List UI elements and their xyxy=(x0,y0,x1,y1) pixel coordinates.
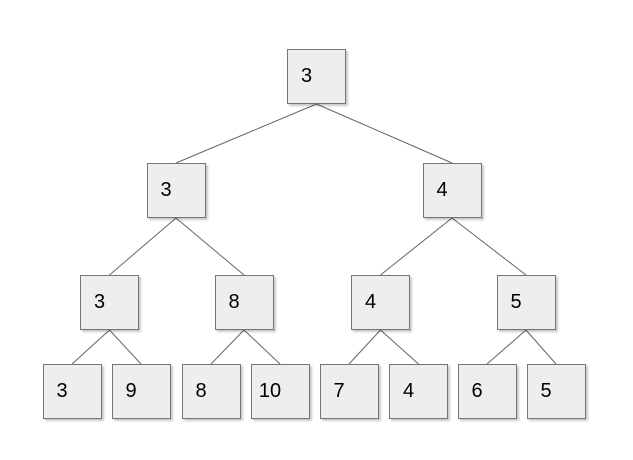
tree-node-label: 4 xyxy=(436,179,448,201)
tree-edge xyxy=(175,103,317,164)
tree-node[interactable]: 7 xyxy=(319,364,379,419)
tree-node-label: 4 xyxy=(364,291,377,313)
tree-node-label: 8 xyxy=(195,380,207,402)
tree-node[interactable]: 10 xyxy=(250,364,310,419)
tree-node[interactable]: 4 xyxy=(422,163,482,218)
tree-edge xyxy=(175,217,245,276)
tree-edge xyxy=(109,329,142,365)
tree-edge xyxy=(109,217,177,276)
tree-node-label: 4 xyxy=(402,380,415,402)
tree-edge xyxy=(380,217,453,276)
tree-edge xyxy=(316,103,453,164)
tree-edge xyxy=(243,329,281,365)
tree-node-label: 10 xyxy=(258,380,282,402)
tree-edge xyxy=(451,217,527,276)
tree-node[interactable]: 4 xyxy=(389,364,448,419)
tree-node-label: 9 xyxy=(125,380,137,402)
tree-node-label: 3 xyxy=(56,380,68,402)
tree-edge xyxy=(71,329,110,365)
tree-node-label: 5 xyxy=(540,380,552,402)
tree-edge xyxy=(210,329,245,365)
tree-node-label: 6 xyxy=(471,380,483,402)
tree-node[interactable]: 3 xyxy=(42,364,102,419)
tree-node[interactable]: 4 xyxy=(351,275,410,330)
tree-node[interactable]: 8 xyxy=(214,275,274,330)
tree-node[interactable]: 3 xyxy=(146,163,206,218)
tree-edge xyxy=(486,329,527,365)
tree-edge xyxy=(380,329,419,365)
tree-node-label: 3 xyxy=(300,65,313,87)
tree-edge xyxy=(525,329,557,365)
tree-node-label: 7 xyxy=(333,380,345,402)
tree-node-label: 5 xyxy=(510,291,522,313)
tree-node[interactable]: 8 xyxy=(181,364,241,419)
tree-node[interactable]: 5 xyxy=(496,275,556,330)
tree-node[interactable]: 3 xyxy=(287,49,346,104)
tree-node[interactable]: 9 xyxy=(111,364,171,419)
tree-node[interactable]: 6 xyxy=(457,364,517,419)
tree-node-label: 3 xyxy=(93,291,106,313)
tree-node-label: 8 xyxy=(228,291,240,313)
tree-edge xyxy=(348,329,381,365)
tree-node[interactable]: 3 xyxy=(80,275,139,330)
tree-node-label: 3 xyxy=(160,179,172,201)
tree-node[interactable]: 5 xyxy=(526,364,586,419)
